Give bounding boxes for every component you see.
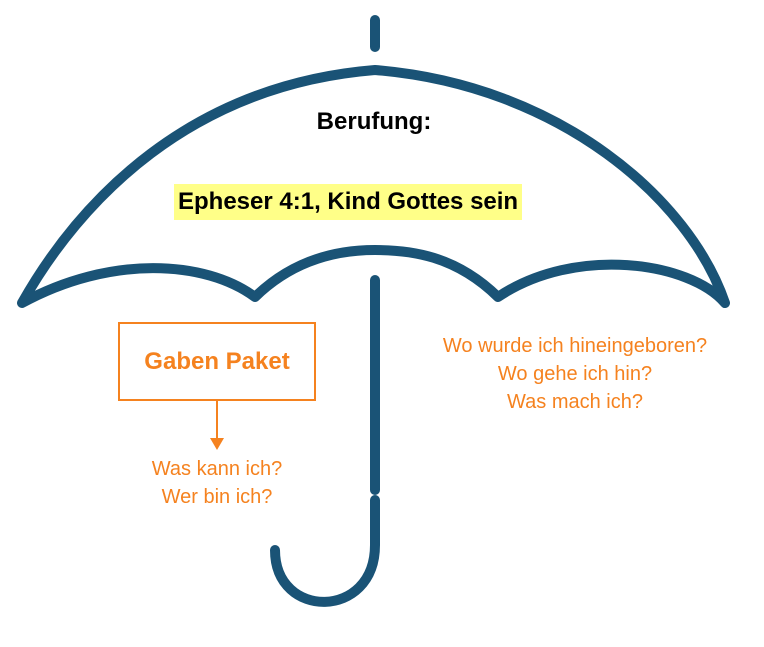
gift-question-2: Wer bin ich? [161,486,273,508]
gift-package-label: Gaben Paket [144,347,290,375]
calling-question-3: Was mach ich? [507,391,643,413]
calling-question-2: Wo gehe ich hin? [497,363,653,385]
highlighted-verse: Epheser 4:1, Kind Gottes sein [174,184,523,220]
gift-questions: Was kann ich? Wer bin ich? [118,455,316,511]
diagram-title: Berufung: [316,108,432,135]
umbrella-handle [270,495,380,607]
calling-questions: Wo wurde ich hineingeboren? Wo gehe ich … [410,332,740,416]
gift-package-box: Gaben Paket [118,322,316,401]
gift-question-1: Was kann ich? [151,458,283,480]
calling-question-1: Wo wurde ich hineingeboren? [442,335,708,357]
umbrella-canopy [17,65,730,308]
